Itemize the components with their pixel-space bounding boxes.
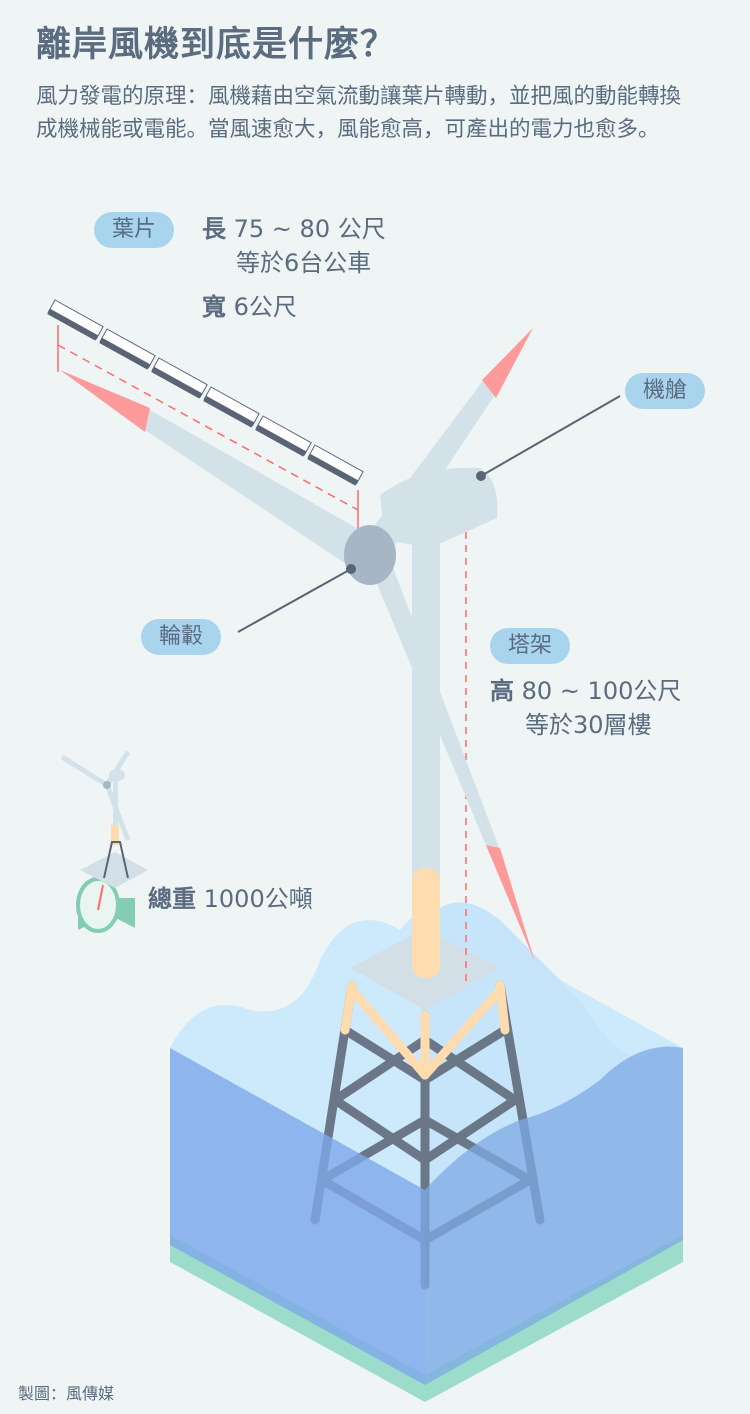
total-weight-value: 1000公噸 — [203, 885, 313, 913]
blade-length-compare: 等於6台公車 — [236, 249, 372, 277]
blade-length: 長 75 ~ 80 公尺 — [202, 212, 386, 246]
blade-length-value: 75 ~ 80 公尺 — [233, 215, 386, 243]
total-weight: 總重 1000公噸 — [148, 882, 313, 916]
tower-base — [412, 868, 440, 978]
hub — [344, 525, 396, 585]
tower-height: 高 80 ~ 100公尺 — [490, 674, 681, 708]
intro-text: 風力發電的原理：風機藉由空氣流動讓葉片轉動，並把風的動能轉換成機械能或電能。當風… — [36, 84, 682, 142]
blade-width-key: 寬 — [202, 293, 226, 321]
blade-width: 寬 6公尺 — [202, 290, 297, 324]
total-weight-key: 總重 — [148, 885, 196, 913]
tower-height-key: 高 — [490, 677, 514, 705]
label-nacelle: 機艙 — [625, 373, 706, 409]
water-front-right — [425, 1046, 683, 1385]
credit: 製圖：風傳媒 — [18, 1384, 115, 1403]
water-front — [170, 1048, 425, 1385]
buses-row — [47, 299, 364, 486]
scale-icon — [60, 750, 148, 933]
tower-height-value: 80 ~ 100公尺 — [521, 677, 682, 705]
label-blade: 葉片 — [94, 212, 175, 248]
tower-height-compare: 等於30層樓 — [525, 711, 652, 739]
label-tower: 塔架 — [490, 628, 571, 664]
label-hub: 輪轂 — [141, 619, 222, 655]
blade-length-key: 長 — [202, 215, 226, 243]
blade-width-value: 6公尺 — [233, 293, 297, 321]
page-title: 離岸風機到底是什麼？ — [36, 25, 397, 65]
